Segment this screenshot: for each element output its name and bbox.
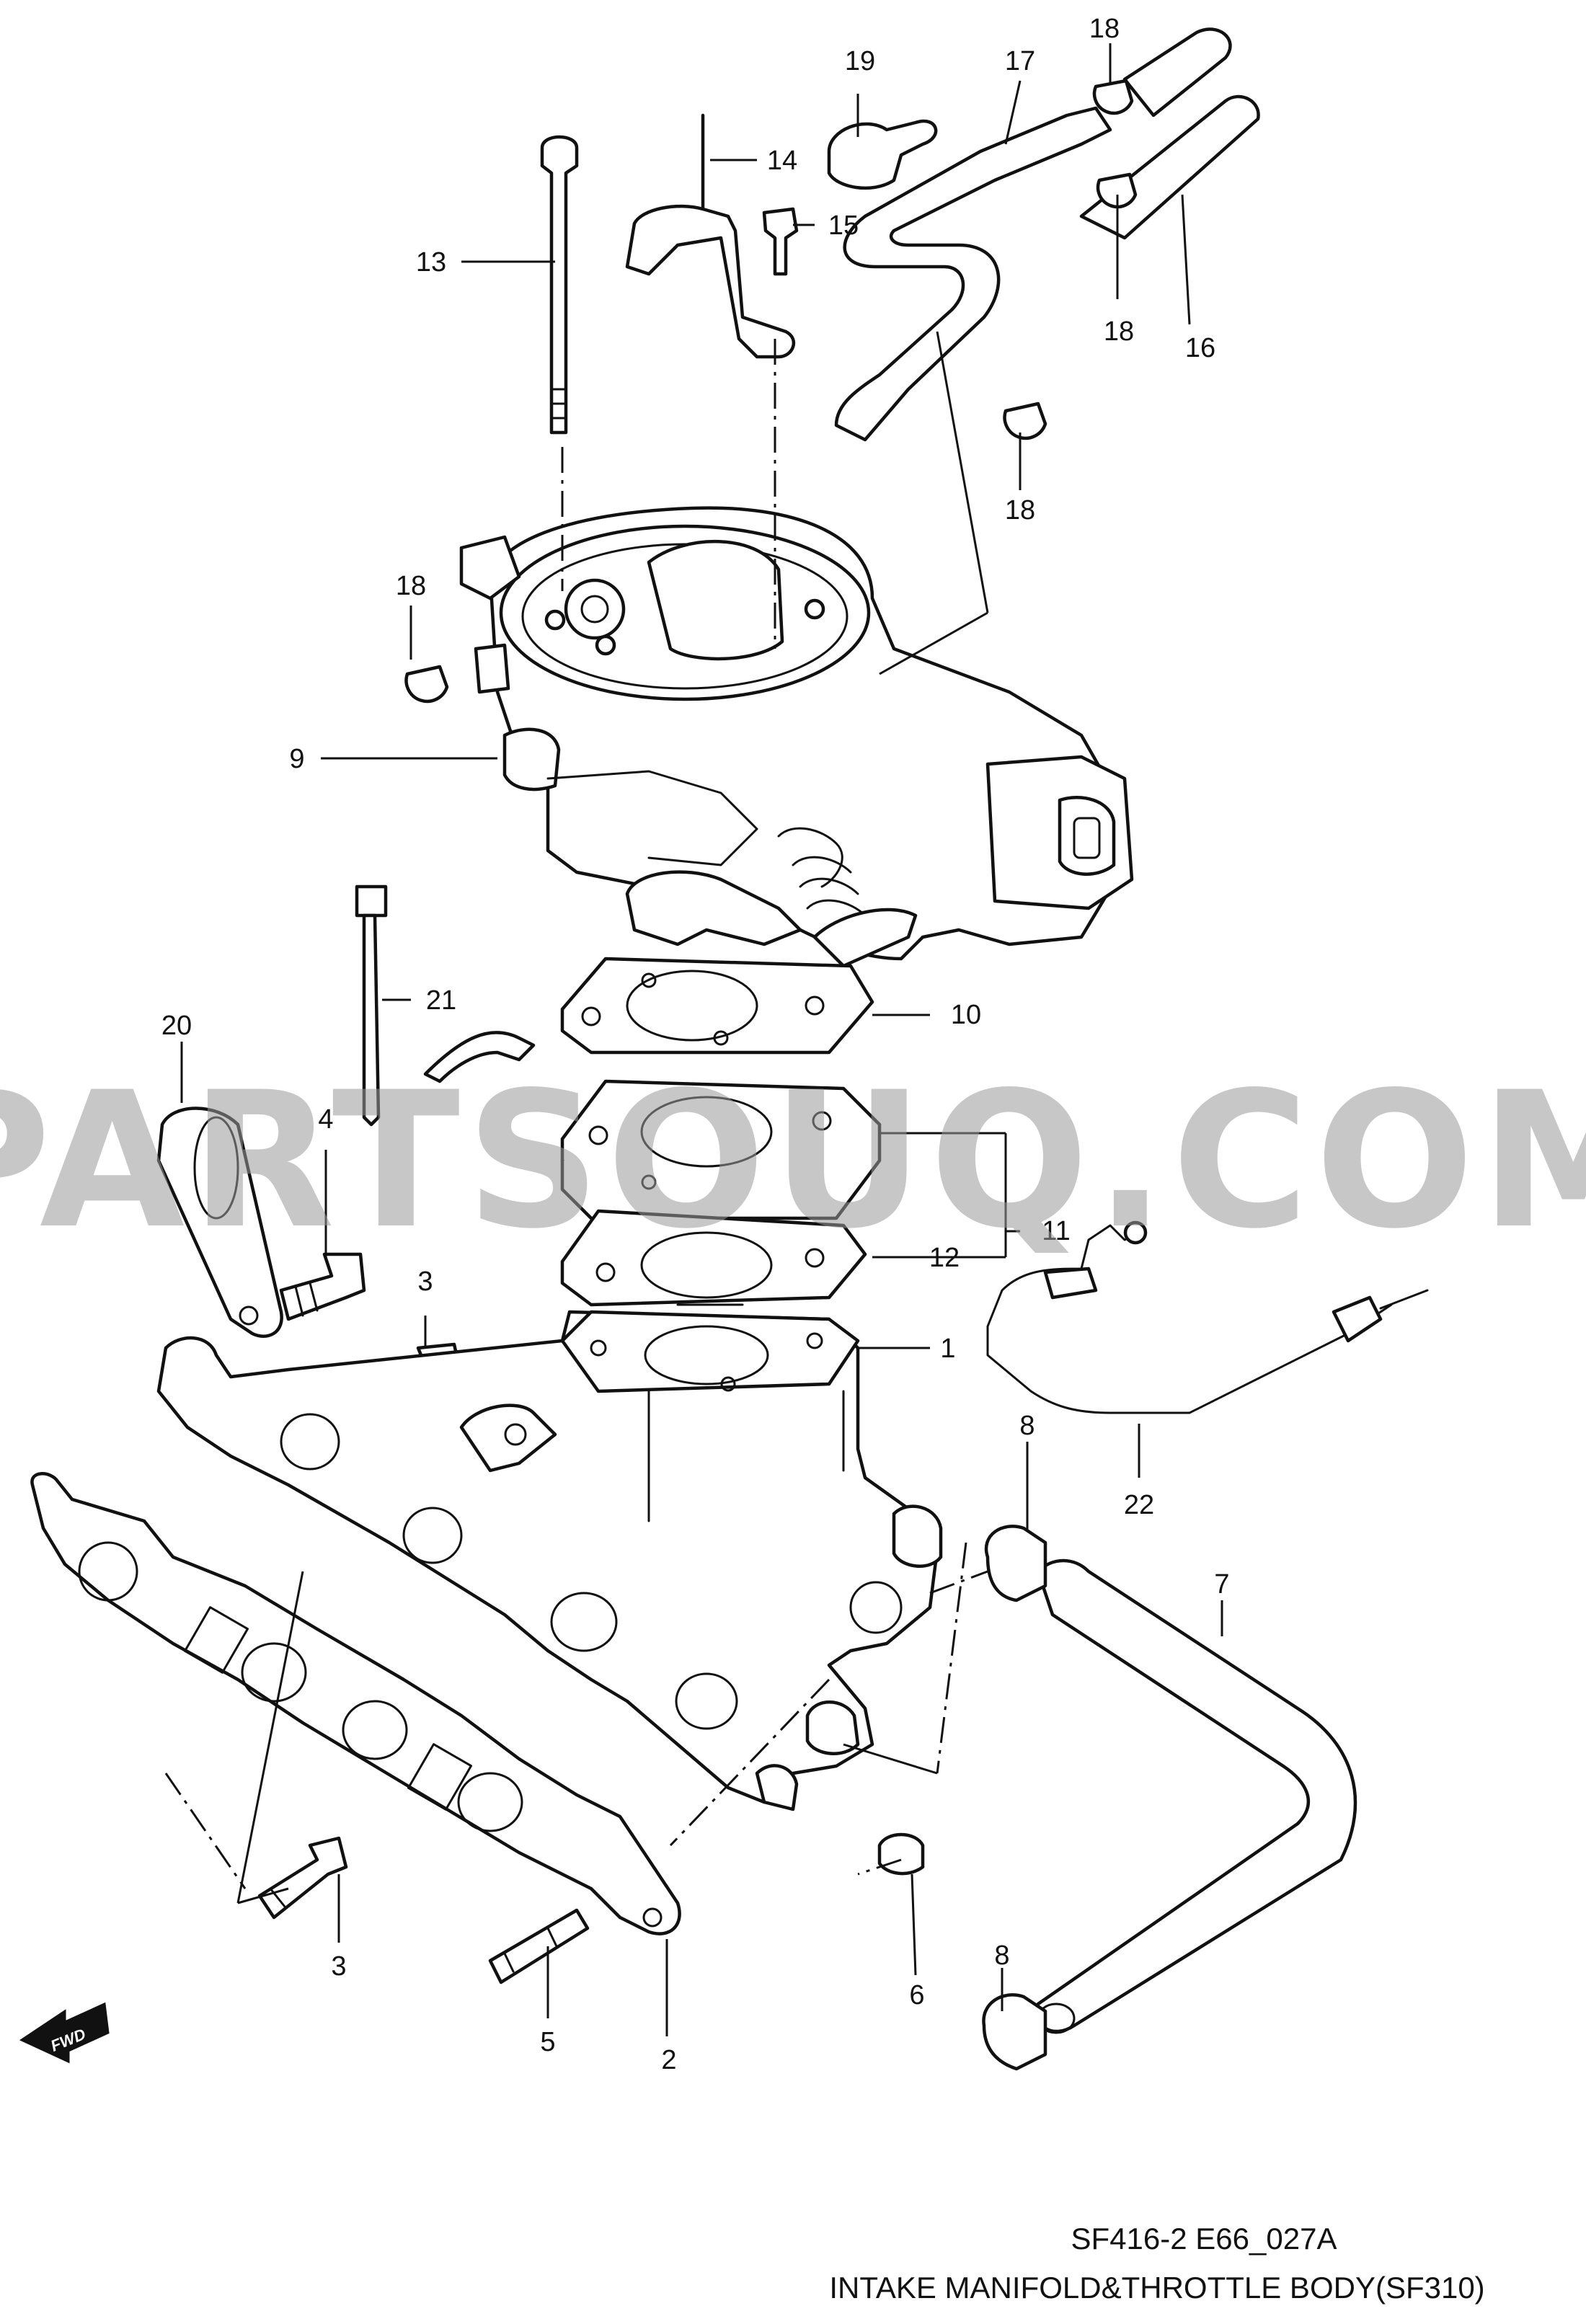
callout-numbers: 1 2 3 3 4 5 6 7 8 8 9 10 11 12 13 14 15 … — [161, 14, 1230, 2075]
callout-11: 11 — [1042, 1216, 1070, 1246]
hose-clamp-8-lower[interactable] — [982, 1993, 1047, 2071]
callout-7: 7 — [1214, 1569, 1229, 1600]
bolt-4[interactable] — [279, 1252, 366, 1321]
callout-15: 15 — [828, 210, 859, 241]
clip-icon — [827, 119, 938, 190]
nut-6[interactable] — [877, 1832, 925, 1876]
manifold-gasket-2[interactable] — [30, 1472, 681, 1935]
water-hose-7[interactable] — [1035, 1558, 1357, 2034]
callout-5: 5 — [540, 2027, 555, 2057]
diagram-code: SF416-2 E66_027A — [1071, 2222, 1337, 2256]
callout-22: 22 — [1124, 1490, 1154, 1520]
hose-clamp-icon — [404, 79, 1138, 704]
stud-bolt-13[interactable] — [540, 135, 579, 435]
callout-14: 14 — [767, 146, 797, 176]
throttle-cable-22[interactable] — [986, 1220, 1429, 1414]
vacuum-hose-assembly[interactable] — [404, 27, 1260, 704]
throttle-body-9[interactable] — [459, 506, 1134, 968]
bolt-15[interactable] — [762, 207, 799, 276]
callout-4: 4 — [318, 1104, 333, 1135]
gasket-10[interactable] — [560, 957, 874, 1055]
leader-lines — [180, 43, 1223, 2036]
callout-19: 19 — [845, 46, 875, 76]
callout-8-upper: 8 — [1019, 1411, 1035, 1441]
callout-8-lower: 8 — [994, 1941, 1009, 1971]
bracket-14[interactable] — [625, 113, 795, 359]
stud-5[interactable] — [488, 1908, 590, 1984]
cable-tie-21[interactable] — [355, 884, 388, 1127]
hose-clamp-8-upper[interactable] — [984, 1525, 1047, 1602]
callout-17: 17 — [1005, 46, 1035, 76]
callout-2: 2 — [661, 2045, 676, 2075]
callout-16: 16 — [1185, 333, 1215, 363]
fwd-arrow-icon: FWD — [19, 2002, 110, 2064]
callout-1: 1 — [940, 1334, 955, 1364]
callout-18-top: 18 — [1089, 14, 1120, 44]
callout-9: 9 — [289, 744, 304, 774]
callout-6: 6 — [909, 1980, 924, 2010]
callout-13: 13 — [416, 247, 446, 278]
callout-20: 20 — [161, 1011, 192, 1041]
callout-21: 21 — [426, 985, 456, 1016]
callout-18-left: 18 — [396, 571, 426, 601]
spacer-11[interactable] — [560, 1079, 882, 1220]
wire-lead — [423, 1031, 536, 1083]
bracket-20[interactable] — [156, 1106, 283, 1338]
callout-18-right: 18 — [1005, 495, 1035, 525]
callout-3-upper: 3 — [417, 1267, 433, 1297]
intake-manifold-1[interactable] — [156, 1310, 943, 1811]
callout-18-mid: 18 — [1104, 316, 1134, 347]
bolt-3-lower[interactable] — [257, 1836, 348, 1920]
callout-3-lower: 3 — [331, 1951, 346, 1982]
watermark: PARTSOUQ.COM — [0, 1052, 1586, 1270]
callout-10: 10 — [951, 1000, 981, 1030]
callout-12: 12 — [929, 1243, 960, 1273]
diagram-title: INTAKE MANIFOLD&THROTTLE BODY(SF310) — [829, 2271, 1484, 2305]
gasket-12[interactable] — [560, 1209, 867, 1307]
assembly-lines — [164, 331, 989, 1904]
